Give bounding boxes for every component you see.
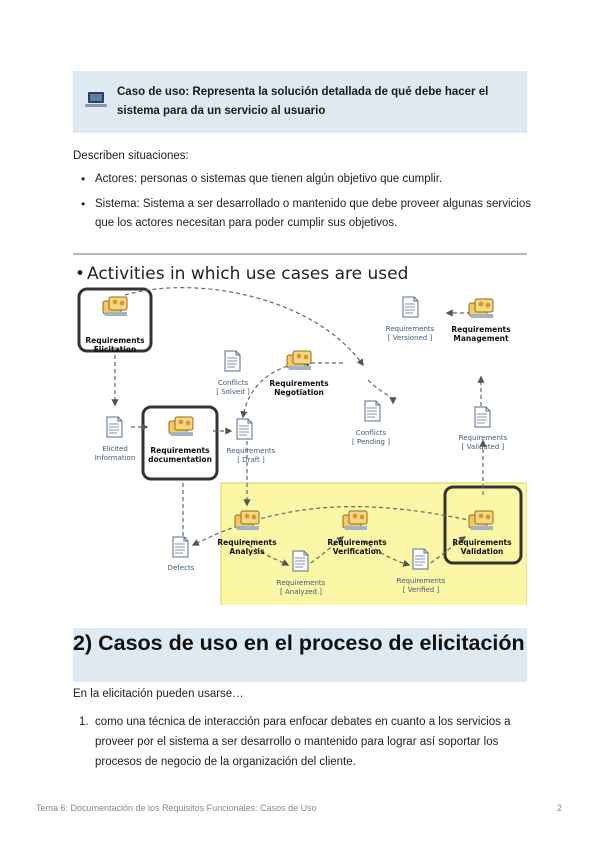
svg-text:•: • (75, 264, 85, 284)
analysis-label-1: Requirements (217, 538, 277, 547)
page-number: 2 (557, 803, 563, 813)
bullet-item: Sistema: Sistema a ser desarrollado o ma… (73, 195, 533, 233)
elicitation-label-2: Elicitation (94, 345, 137, 354)
section-intro: En la elicitación pueden usarse… (73, 688, 244, 700)
analyzed-label-1: Requirements (277, 579, 326, 587)
use-case-activities-figure: Activities in which use cases are used • (73, 253, 527, 605)
conflicts-pending-label-2: [ Pending ] (352, 438, 390, 446)
bullet-list: Actores: personas o sistemas que tienen … (73, 170, 533, 239)
verification-label-2: Verification (333, 547, 381, 556)
section-title: 2) Casos de uso en el proceso de elicita… (73, 631, 525, 655)
management-label-1: Requirements (451, 325, 511, 334)
versioned-label-2: [ Versioned ] (388, 334, 433, 342)
conflicts-solved-label-1: Conflicts (218, 379, 249, 387)
elicitation-label-1: Requirements (85, 336, 145, 345)
numbered-list: 1. como una técnica de interacción para … (73, 712, 533, 772)
verified-label-1: Requirements (397, 577, 446, 585)
negotiation-label-1: Requirements (269, 379, 329, 388)
laptop-icon (85, 91, 107, 109)
analyzed-label-2: [ Analyzed ] (280, 588, 322, 596)
bullet-item: Actores: personas o sistemas que tienen … (73, 170, 533, 189)
section-heading-box: 2) Casos de uso en el proceso de elicita… (73, 628, 527, 682)
list-item: 1. como una técnica de interacción para … (73, 712, 533, 772)
versioned-label-1: Requirements (386, 325, 435, 333)
callout-box: Caso de uso: Representa la solución deta… (73, 71, 527, 133)
elicited-label-2: Information (95, 454, 136, 462)
validation-label-2: Validation (461, 547, 504, 556)
callout-text: Caso de uso: Representa la solución deta… (117, 86, 489, 117)
documentation-label-1: Requirements (150, 446, 210, 455)
draft-label-2: [ Draft ] (237, 456, 265, 464)
draft-label-1: Requirements (227, 447, 276, 455)
documentation-label-2: documentation (148, 455, 212, 464)
intro-text: Describen situaciones: (73, 150, 189, 162)
validated-label-1: Requirements (459, 434, 508, 442)
conflicts-solved-label-2: [ Solved ] (216, 388, 250, 396)
list-text: como una técnica de interacción para enf… (95, 716, 511, 768)
validated-label-2: [ Validated ] (462, 443, 505, 451)
elicited-label-1: Elicited (102, 445, 128, 453)
footer-title: Tema 6: Documentación de los Requisitos … (36, 803, 317, 813)
list-number: 1. (79, 716, 89, 728)
negotiation-label-2: Negotiation (274, 388, 324, 397)
verification-label-1: Requirements (327, 538, 387, 547)
validation-label-1: Requirements (452, 538, 512, 547)
verified-label-2: [ Verified ] (403, 586, 440, 594)
conflicts-pending-label-1: Conflicts (356, 429, 387, 437)
figure-heading: Activities in which use cases are used (87, 264, 408, 284)
defects-label: Defects (168, 564, 195, 572)
analysis-label-2: Analysis (229, 547, 265, 556)
management-label-2: Management (453, 334, 509, 343)
